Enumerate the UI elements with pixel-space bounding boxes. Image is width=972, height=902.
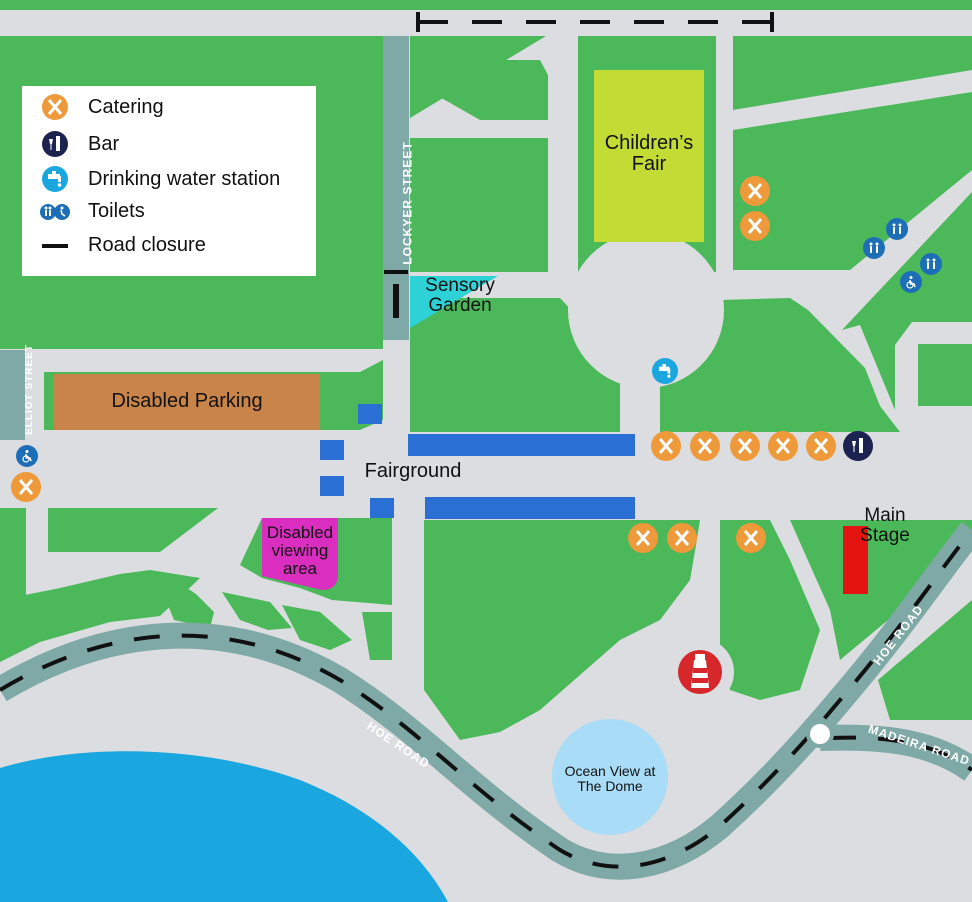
ocean-view-dome — [552, 719, 668, 835]
toilets-icon — [40, 203, 70, 221]
catering-icon[interactable] — [740, 176, 770, 206]
disabled-viewing-label: Disabled viewing area — [266, 523, 334, 578]
lockyer-street-label: LOCKYER STREET — [400, 141, 415, 265]
water-tap-icon — [40, 164, 70, 194]
legend-row-water: Drinking water station — [40, 164, 280, 194]
legend-label: Road closure — [88, 234, 206, 256]
bar-icon[interactable] — [843, 431, 873, 461]
disabled-parking-label: Disabled Parking — [111, 390, 263, 412]
catering-icon — [40, 92, 70, 122]
main-stage-area — [843, 526, 868, 594]
toilets-icon[interactable] — [920, 253, 942, 275]
legend-row-catering: Catering — [40, 92, 164, 122]
catering-icon[interactable] — [806, 431, 836, 461]
catering-icon[interactable] — [628, 523, 658, 553]
childrens-fair-label: Children’s Fair — [604, 132, 694, 175]
road-closure-madeira — [829, 735, 972, 772]
fairground-stalls — [320, 404, 635, 519]
catering-icon[interactable] — [11, 472, 41, 502]
roundabout — [806, 720, 834, 748]
sensory-garden-area — [410, 276, 498, 328]
childrens-fair-area — [594, 70, 704, 242]
legend-row-toilets: Toilets — [40, 200, 145, 223]
map-legend: Catering Bar Drinking water station Toil… — [22, 86, 316, 276]
main-stage-label: Main Stage — [860, 505, 910, 546]
toilets-icon[interactable] — [863, 237, 885, 259]
catering-icon[interactable] — [730, 431, 760, 461]
road-closure-icon — [40, 241, 70, 251]
water-tap-icon[interactable] — [652, 358, 678, 384]
disabled-parking-area — [54, 374, 320, 430]
fairground-label: Fairground — [364, 460, 462, 482]
sea — [0, 751, 448, 902]
legend-label: Drinking water station — [88, 167, 281, 190]
road-closure-hoe-road — [0, 528, 972, 869]
bar-icon — [40, 129, 70, 159]
disabled-viewing-area — [262, 518, 338, 590]
catering-icon[interactable] — [651, 431, 681, 461]
elliot-street-label: ELLIOT STREET — [23, 344, 35, 435]
legend-label: Toilets — [88, 200, 145, 222]
central-circle — [568, 232, 724, 388]
legend-row-bar: Bar — [40, 129, 119, 159]
ocean-view-label: Ocean View at The Dome — [564, 763, 656, 794]
legend-row-road-closure: Road closure — [40, 234, 206, 257]
accessible-toilet-icon[interactable] — [900, 271, 922, 293]
road-closure-top — [416, 12, 774, 32]
legend-label: Bar — [88, 132, 120, 155]
catering-icon[interactable] — [740, 211, 770, 241]
accessible-toilet-icon[interactable] — [16, 445, 38, 467]
catering-icon[interactable] — [690, 431, 720, 461]
catering-icon[interactable] — [667, 523, 697, 553]
legend-label: Catering — [88, 95, 164, 118]
catering-icon[interactable] — [736, 523, 766, 553]
catering-icon[interactable] — [768, 431, 798, 461]
toilets-icon[interactable] — [886, 218, 908, 240]
lighthouse-icon — [678, 650, 722, 694]
sensory-garden-label: Sensory Garden — [425, 275, 495, 316]
